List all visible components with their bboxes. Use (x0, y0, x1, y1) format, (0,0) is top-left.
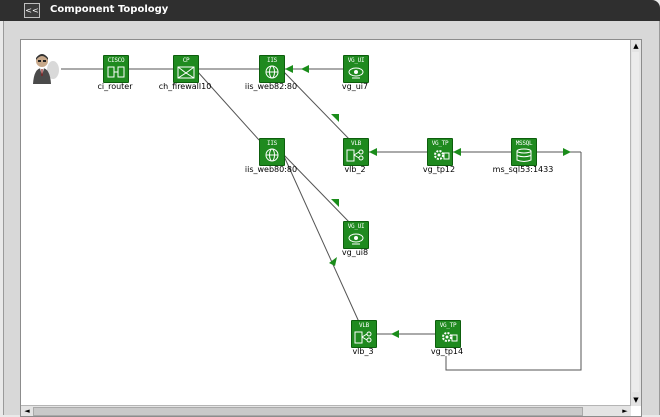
window-title: Component Topology (50, 4, 169, 15)
arrow-to-vgui7 (301, 65, 309, 73)
node-label: vg_tp14 (430, 347, 464, 356)
horizontal-scrollbar[interactable]: ◄ ► (21, 405, 631, 416)
topology-edges (61, 65, 582, 371)
node-vlb-2[interactable]: VLB vlb_2 (320, 138, 390, 178)
eye-icon (348, 67, 364, 79)
node-ms-sql53[interactable]: MSSQL ms_sql53:1433 (488, 138, 558, 178)
node-ci-router-icon: CISCO (103, 55, 129, 83)
node-label: ch_firewall10 (158, 82, 212, 91)
node-ch-firewall10[interactable]: CP ch_firewall10 (150, 55, 220, 95)
arrow-near-vlb2 (331, 114, 339, 122)
node-iis-web80[interactable]: IIS iis_web80:80 (236, 138, 306, 178)
node-label: iis_web82:80 (244, 82, 298, 91)
edge-iis80-vlb3 (282, 153, 360, 323)
node-vg-tp12[interactable]: VG_TP vg_tp12 (404, 138, 474, 178)
node-iis-web80-icon: IIS (259, 138, 285, 166)
scroll-down-button[interactable]: ▼ (633, 396, 639, 404)
node-vlb-3-icon: VLB (351, 320, 377, 348)
router-icon (107, 66, 125, 78)
user-avatar[interactable] (29, 52, 61, 84)
node-ch-firewall10-icon: CP (173, 55, 199, 83)
edge-iis82-vlb2 (282, 70, 352, 142)
edge-mssql-loop (445, 152, 582, 371)
node-vlb-2-icon: VLB (343, 138, 369, 166)
node-vg-ui7[interactable]: VG_UI vg_ui7 (320, 55, 390, 95)
eye-icon (348, 233, 364, 245)
arrow-near-vlb3 (329, 257, 337, 266)
globe-icon (265, 148, 279, 162)
node-label: ci_router (97, 82, 133, 91)
node-label: vg_ui7 (341, 82, 369, 91)
collapse-button[interactable]: << (24, 3, 40, 18)
scroll-right-button[interactable]: ► (622, 407, 628, 415)
arrow-to-vlb3 (391, 330, 399, 338)
arrow-near-vgui8 (331, 199, 339, 207)
node-vg-tp12-icon: VG_TP (427, 138, 453, 166)
node-iis-web82[interactable]: IIS iis_web82:80 (236, 55, 306, 95)
edge-iis80-vgui8 (282, 153, 352, 225)
vertical-scroll-thumb[interactable] (632, 52, 639, 392)
node-label: vg_ui8 (341, 248, 369, 257)
node-vg-tp14[interactable]: VG_TP vg_tp14 (412, 320, 482, 360)
vertical-scrollbar[interactable]: ▲ ▼ (630, 40, 641, 406)
node-vg-ui7-icon: VG_UI (343, 55, 369, 83)
arrow-to-iis82 (285, 65, 293, 73)
node-label: ms_sql53:1433 (492, 165, 554, 174)
user-avatar-icon (33, 54, 59, 84)
balancer-icon (354, 331, 372, 344)
scroll-up-button[interactable]: ▲ (633, 42, 639, 50)
balancer-icon (346, 149, 364, 162)
database-icon (516, 148, 532, 162)
node-label: iis_web80:80 (244, 165, 298, 174)
node-label: vlb_2 (344, 165, 366, 174)
globe-icon (265, 65, 279, 79)
scroll-left-button[interactable]: ◄ (24, 407, 30, 415)
arrow-right-mssql (563, 148, 571, 156)
firewall-icon (177, 66, 195, 79)
edge-firewall-iis80 (196, 70, 260, 141)
topology-panel: CISCO ci_router CP ch_firewall10 IIS iis… (3, 21, 660, 417)
gear-icon (442, 332, 458, 342)
topology-canvas[interactable]: CISCO ci_router CP ch_firewall10 IIS iis… (20, 39, 642, 417)
node-vg-ui8-icon: VG_UI (343, 221, 369, 249)
node-vlb-3[interactable]: VLB vlb_3 (328, 320, 398, 360)
node-label: vg_tp12 (422, 165, 456, 174)
gear-icon (434, 150, 450, 160)
node-ms-sql53-icon: MSSQL (511, 138, 537, 166)
node-label: vlb_3 (352, 347, 374, 356)
window-titlebar: << Component Topology (0, 0, 660, 21)
node-vg-tp14-icon: VG_TP (435, 320, 461, 348)
arrow-to-vlb2 (369, 148, 377, 156)
node-ci-router[interactable]: CISCO ci_router (80, 55, 150, 95)
node-vg-ui8[interactable]: VG_UI vg_ui8 (320, 221, 390, 261)
node-iis-web82-icon: IIS (259, 55, 285, 83)
arrow-to-vgtp12 (453, 148, 461, 156)
